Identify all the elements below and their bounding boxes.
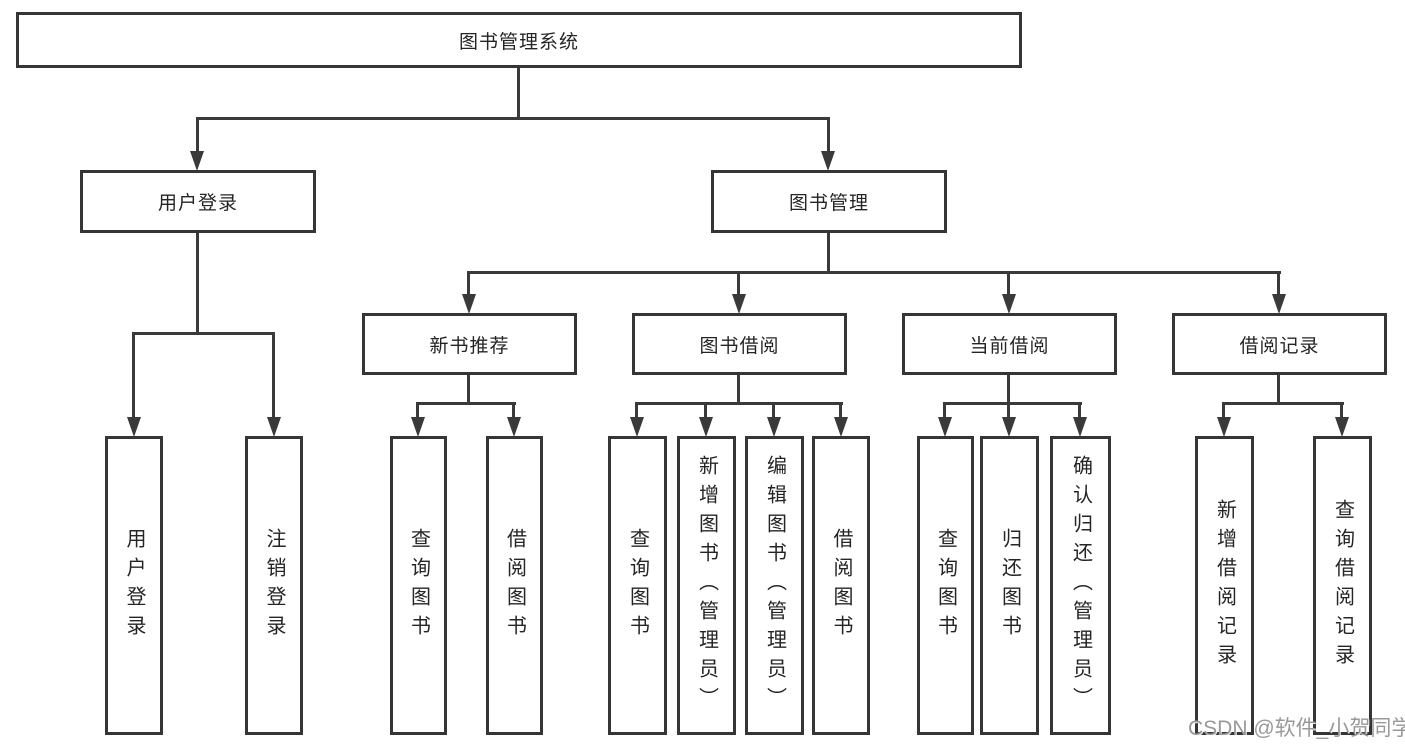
leaf-label: 查询借阅记录 <box>1331 498 1354 673</box>
leaf-current-return-books: 归还图书 <box>980 436 1039 735</box>
arrow-down-icon <box>1073 417 1087 437</box>
connector-line <box>196 117 199 153</box>
node-current-borrowing: 当前借阅 <box>902 313 1117 375</box>
connector-line <box>635 402 843 405</box>
connector-line <box>132 332 135 418</box>
connector-line <box>1007 402 1010 419</box>
connector-line <box>839 402 842 419</box>
node-book-borrowing: 图书借阅 <box>632 313 847 375</box>
connector-line <box>416 402 516 405</box>
leaf-current-query-books: 查询图书 <box>917 436 974 735</box>
arrow-down-icon <box>411 417 425 437</box>
connector-line <box>196 233 199 334</box>
connector-line <box>416 402 419 419</box>
leaf-label: 查询图书 <box>626 527 649 644</box>
connector-line <box>132 332 275 335</box>
leaf-records-query-borrow-record: 查询借阅记录 <box>1313 436 1372 735</box>
connector-line <box>512 402 515 419</box>
connector-line <box>1222 402 1225 419</box>
leaf-recommend-query-books: 查询图书 <box>390 436 447 735</box>
connector-line <box>467 271 1281 274</box>
connector-line <box>827 117 830 153</box>
arrow-down-icon <box>938 417 952 437</box>
arrow-down-icon <box>1002 294 1016 314</box>
arrow-down-icon <box>462 294 476 314</box>
arrow-down-icon <box>732 294 746 314</box>
connector-line <box>1007 271 1010 295</box>
leaf-label: 确认归还（管理员） <box>1069 455 1092 716</box>
arrow-down-icon <box>1272 294 1286 314</box>
connector-line <box>467 271 470 295</box>
leaf-label: 编辑图书（管理员） <box>763 455 786 716</box>
arrow-down-icon <box>699 417 713 437</box>
connector-line <box>196 117 830 120</box>
connector-line <box>1277 271 1280 295</box>
connector-line <box>737 375 740 405</box>
leaf-current-confirm-return-admin: 确认归还（管理员） <box>1050 436 1111 735</box>
leaf-records-add-borrow-record: 新增借阅记录 <box>1195 436 1254 735</box>
leaf-borrowing-edit-books-admin: 编辑图书（管理员） <box>745 436 804 735</box>
node-book-management-system: 图书管理系统 <box>16 12 1022 68</box>
arrow-down-icon <box>630 417 644 437</box>
connector-line <box>737 271 740 295</box>
leaf-recommend-borrow-books: 借阅图书 <box>486 436 543 735</box>
leaf-label: 新增图书（管理员） <box>695 455 718 716</box>
connector-line <box>1007 375 1010 405</box>
connector-line <box>943 402 1082 405</box>
arrow-down-icon <box>1002 417 1016 437</box>
leaf-label: 注销登录 <box>263 527 285 644</box>
connector-line <box>272 332 275 418</box>
arrow-down-icon <box>507 417 521 437</box>
arrow-down-icon <box>190 151 204 171</box>
arrow-down-icon <box>1335 417 1349 437</box>
connector-line <box>1277 375 1280 405</box>
connector-line <box>943 402 946 419</box>
connector-line <box>1222 402 1344 405</box>
leaf-label: 用户登录 <box>123 527 145 644</box>
arrow-down-icon <box>127 417 141 437</box>
node-user-login: 用户登录 <box>80 170 316 233</box>
connector-line <box>827 233 830 274</box>
leaf-label: 新增借阅记录 <box>1213 498 1236 673</box>
arrow-down-icon <box>1217 417 1231 437</box>
leaf-label: 查询图书 <box>407 527 430 644</box>
leaf-borrowing-borrow-books: 借阅图书 <box>812 436 870 735</box>
connector-line <box>704 402 707 419</box>
leaf-label: 借阅图书 <box>830 527 852 644</box>
node-borrowing-records: 借阅记录 <box>1172 313 1387 375</box>
arrow-down-icon <box>267 417 281 437</box>
connector-line <box>467 375 470 405</box>
watermark: CSDN @软件_小贺同学 <box>1188 717 1405 740</box>
leaf-label: 查询图书 <box>934 527 957 644</box>
connector-line <box>517 68 520 118</box>
connector-line <box>772 402 775 419</box>
arrow-down-icon <box>834 417 848 437</box>
connector-line <box>1340 402 1343 419</box>
arrow-down-icon <box>767 417 781 437</box>
leaf-borrowing-query-books: 查询图书 <box>608 436 667 735</box>
leaf-user-login: 用户登录 <box>105 436 163 735</box>
leaf-label: 借阅图书 <box>503 527 526 644</box>
connector-line <box>635 402 638 419</box>
arrow-down-icon <box>821 151 835 171</box>
node-new-book-recommend: 新书推荐 <box>362 313 577 375</box>
node-book-management: 图书管理 <box>711 170 947 233</box>
leaf-logout: 注销登录 <box>245 436 303 735</box>
connector-line <box>1078 402 1081 419</box>
leaf-label: 归还图书 <box>998 527 1021 644</box>
leaf-borrowing-add-books-admin: 新增图书（管理员） <box>677 436 736 735</box>
